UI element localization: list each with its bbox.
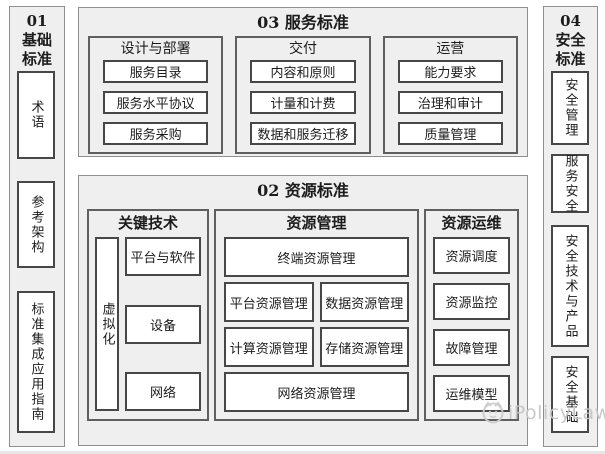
box-data-service-migration: 数据和服务迁移 (250, 122, 356, 145)
service-groups-row: 设计与部署 服务目录 服务水平协议 服务采购 交付 内容和原则 计量和计费 数据… (88, 36, 518, 154)
box-security-foundation-label: 安全基础 (562, 364, 578, 425)
box-service-catalog: 服务目录 (103, 60, 209, 83)
security-title-line: 标准 (555, 50, 586, 69)
basic-standards-column: 01 基础 标准 术语 参考架构 标准集成应用指南 (9, 6, 65, 447)
basic-title-line: 01 (26, 12, 48, 30)
box-service-procurement: 服务采购 (103, 122, 209, 145)
column-resource-operations-header: 资源运维 (441, 214, 502, 232)
basic-standards-title: 01 基础 标准 (10, 7, 64, 70)
box-virtualization-label: 虚拟化 (99, 301, 115, 347)
box-resource-scheduling: 资源调度 (433, 237, 510, 274)
box-security-management: 安全管理 (551, 71, 589, 145)
box-security-management-label: 安全管理 (562, 78, 578, 138)
column-key-technology-header: 关键技术 (117, 214, 178, 232)
group-delivery-header: 交付 (288, 41, 317, 57)
box-security-foundation: 安全基础 (551, 356, 589, 433)
group-operations: 运营 能力要求 治理和审计 质量管理 (382, 36, 518, 154)
box-standards-integration-guide: 标准集成应用指南 (17, 291, 55, 433)
box-virtualization: 虚拟化 (95, 237, 119, 411)
box-platform-software: 平台与软件 (125, 237, 201, 276)
bottom-edge-strip (0, 451, 605, 454)
column-resource-management-header: 资源管理 (286, 214, 347, 232)
security-standards-column: 04 安全 标准 安全管理 服务安全 安全技术与产品 安全基础 (543, 6, 598, 447)
security-title-line: 安全 (555, 31, 586, 50)
column-resource-management: 资源管理 终端资源管理 平台资源管理 数据资源管理 计算资源管理 存储资源管理 … (214, 209, 419, 421)
group-design-deploy: 设计与部署 服务目录 服务水平协议 服务采购 (88, 36, 224, 154)
group-delivery: 交付 内容和原则 计量和计费 数据和服务迁移 (235, 36, 371, 154)
box-compute-resource-mgmt: 计算资源管理 (224, 327, 314, 367)
column-resource-operations: 资源运维 资源调度 资源监控 故障管理 运维模型 (424, 209, 519, 421)
box-security-tech-products: 安全技术与产品 (551, 225, 589, 347)
basic-title-line: 基础 (21, 31, 52, 50)
resource-standards-section: 02 资源标准 关键技术 虚拟化 平台与软件 设备 网络 资源管理 (78, 175, 528, 446)
box-network-resource-mgmt: 网络资源管理 (224, 372, 409, 412)
security-title-line: 04 (560, 12, 581, 30)
box-ops-model: 运维模型 (433, 375, 510, 412)
box-network: 网络 (125, 372, 201, 411)
box-fault-management: 故障管理 (433, 329, 510, 366)
box-governance-audit: 治理和审计 (397, 91, 503, 114)
box-metering-billing: 计量和计费 (250, 91, 356, 114)
basic-title-line: 标准 (21, 50, 52, 69)
service-standards-title: 03 服务标准 (257, 13, 349, 32)
box-terminal-resource-mgmt: 终端资源管理 (224, 237, 409, 277)
box-service-security-label: 服务安全 (562, 153, 578, 214)
resource-columns-row: 关键技术 虚拟化 平台与软件 设备 网络 资源管理 终端资源管理 (87, 209, 519, 421)
group-operations-header: 运营 (436, 41, 465, 57)
box-quality-management: 质量管理 (397, 122, 503, 145)
box-content-principles: 内容和原则 (250, 60, 356, 83)
box-capability-requirements: 能力要求 (397, 60, 503, 83)
group-design-deploy-header: 设计与部署 (120, 41, 191, 57)
security-standards-title: 04 安全 标准 (544, 7, 597, 70)
box-data-resource-mgmt: 数据资源管理 (319, 282, 409, 322)
resource-standards-title: 02 资源标准 (257, 181, 349, 200)
box-resource-monitoring: 资源监控 (433, 283, 510, 320)
box-reference-architecture-label: 参考架构 (28, 194, 44, 255)
box-terminology-label: 术语 (28, 100, 44, 130)
box-standards-integration-guide-label: 标准集成应用指南 (28, 302, 44, 422)
box-equipment: 设备 (125, 304, 201, 344)
box-service-level-agreement: 服务水平协议 (103, 91, 209, 114)
box-reference-architecture: 参考架构 (17, 181, 55, 268)
box-security-tech-products-label: 安全技术与产品 (562, 233, 578, 339)
box-storage-resource-mgmt: 存储资源管理 (319, 327, 409, 367)
service-standards-section: 03 服务标准 设计与部署 服务目录 服务水平协议 服务采购 交付 内容和原则 … (78, 7, 528, 157)
column-key-technology: 关键技术 虚拟化 平台与软件 设备 网络 (87, 209, 209, 421)
box-platform-resource-mgmt: 平台资源管理 (224, 282, 314, 322)
box-terminology: 术语 (17, 71, 55, 159)
box-service-security: 服务安全 (551, 153, 589, 214)
